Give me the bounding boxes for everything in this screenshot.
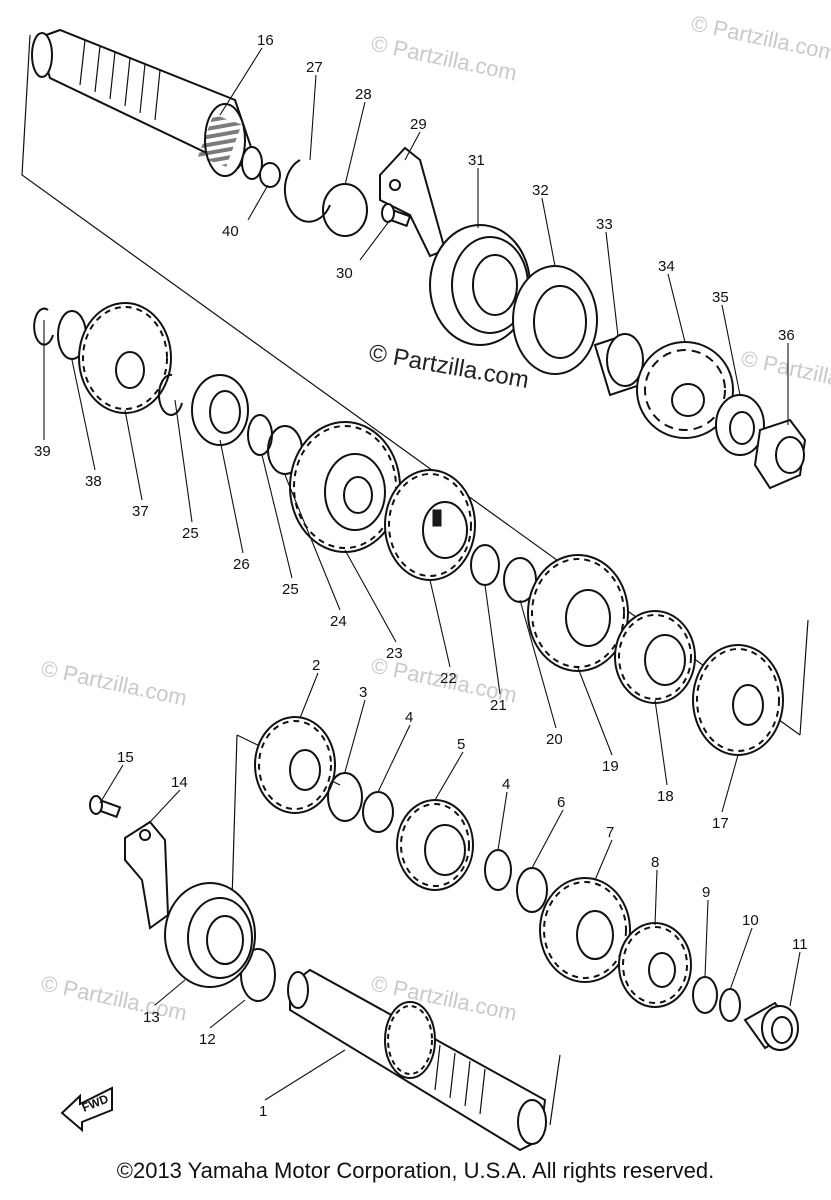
callout-28: 28: [355, 86, 372, 103]
watermark-bottom-left: © Partzilla.com: [39, 970, 189, 1025]
callout-22: 22: [440, 670, 457, 687]
bearing-stopper-29: [379, 146, 447, 258]
callout-37: 37: [132, 503, 149, 520]
callout-34: 34: [658, 258, 675, 275]
circlip-25-a: [158, 373, 183, 416]
gear-17: [692, 644, 784, 756]
callout-14: 14: [171, 774, 188, 791]
circlip-4-b: [484, 849, 512, 891]
splined-washer-6: [516, 867, 548, 913]
watermark-top-center: © Partzilla.com: [369, 30, 519, 85]
callout-40: 40: [222, 223, 239, 240]
bearing-stopper-14: [124, 820, 170, 930]
callout-13: 13: [143, 1009, 160, 1026]
callout-26: 26: [233, 556, 250, 573]
callout-23: 23: [386, 645, 403, 662]
bearing-26: [191, 374, 249, 446]
callout-36: 36: [778, 327, 795, 344]
screw-30: [381, 203, 412, 228]
gear-37: [78, 302, 172, 414]
callout-24: 24: [330, 613, 347, 630]
callout-7: 7: [606, 824, 614, 841]
sprocket-34: [636, 341, 734, 439]
callout-17: 17: [712, 815, 729, 832]
callout-12: 12: [199, 1031, 216, 1048]
callout-39: 39: [34, 443, 51, 460]
bearing-31: [429, 224, 531, 346]
callout-8: 8: [651, 854, 659, 871]
circlip-27: [283, 159, 331, 223]
leader-lines: [43, 47, 801, 1101]
callout-10: 10: [742, 912, 759, 929]
callout-33: 33: [596, 216, 613, 233]
gear-19: [527, 554, 629, 672]
circlip-39: [33, 307, 54, 346]
gear-7: [539, 877, 631, 983]
callout-38: 38: [85, 473, 102, 490]
gear-18: [614, 610, 696, 704]
circlip-21: [470, 544, 500, 586]
bearing-13: [164, 882, 256, 988]
collar-40: [259, 162, 281, 188]
main-axle-1: [287, 968, 547, 1152]
callout-4-b: 4: [502, 776, 510, 793]
circlip-10: [719, 988, 741, 1022]
callout-25-a: 25: [182, 525, 199, 542]
callout-29: 29: [410, 116, 427, 133]
circlip-12: [240, 948, 276, 1002]
fwd-arrow: FWD: [60, 1086, 113, 1133]
callout-19: 19: [602, 758, 619, 775]
collar-33: [593, 333, 644, 397]
callout-11: 11: [792, 936, 808, 953]
callout-31: 31: [468, 152, 485, 169]
callout-15: 15: [117, 749, 134, 766]
drive-axle-16: [31, 28, 263, 180]
washer-9: [692, 976, 718, 1014]
lock-washer-35: [715, 394, 765, 456]
washer-28: [322, 183, 368, 237]
callout-16: 16: [257, 32, 274, 49]
callout-27: 27: [306, 59, 323, 76]
oil-seal-32: [512, 265, 598, 375]
gear-22: [384, 469, 476, 581]
callout-20: 20: [546, 731, 563, 748]
callout-32: 32: [532, 182, 549, 199]
washer-3: [327, 772, 363, 822]
watermark-center: © Partzilla.com: [367, 339, 531, 394]
callout-21: 21: [490, 697, 507, 714]
bearing-11: [743, 1001, 799, 1051]
circlip-4-a: [362, 791, 394, 833]
callout-numbers: 16 27 28 29 31 32 33 34 35 36 40 30 39 3…: [34, 32, 808, 1120]
callout-35: 35: [712, 289, 729, 306]
callout-1: 1: [259, 1103, 267, 1120]
callout-4-a: 4: [405, 709, 413, 726]
gear-2: [254, 716, 336, 814]
callout-5: 5: [457, 736, 465, 753]
callout-3: 3: [359, 684, 367, 701]
gear-23: [289, 421, 401, 553]
gear-5: [396, 799, 474, 891]
nut-36: [753, 418, 807, 490]
callout-9: 9: [702, 884, 710, 901]
copyright-notice: ©2013 Yamaha Motor Corporation, U.S.A. A…: [116, 1158, 715, 1183]
gear-8: [618, 922, 692, 1008]
watermark-mid-left: © Partzilla.com: [39, 655, 189, 710]
screw-15: [89, 795, 122, 819]
watermark-right: © Partzilla.com: [739, 345, 831, 400]
watermark-top-right: © Partzilla.com: [689, 10, 831, 65]
callout-25-b: 25: [282, 581, 299, 598]
callout-30: 30: [336, 265, 353, 282]
callout-6: 6: [557, 794, 565, 811]
callout-2: 2: [312, 657, 320, 674]
callout-18: 18: [657, 788, 674, 805]
